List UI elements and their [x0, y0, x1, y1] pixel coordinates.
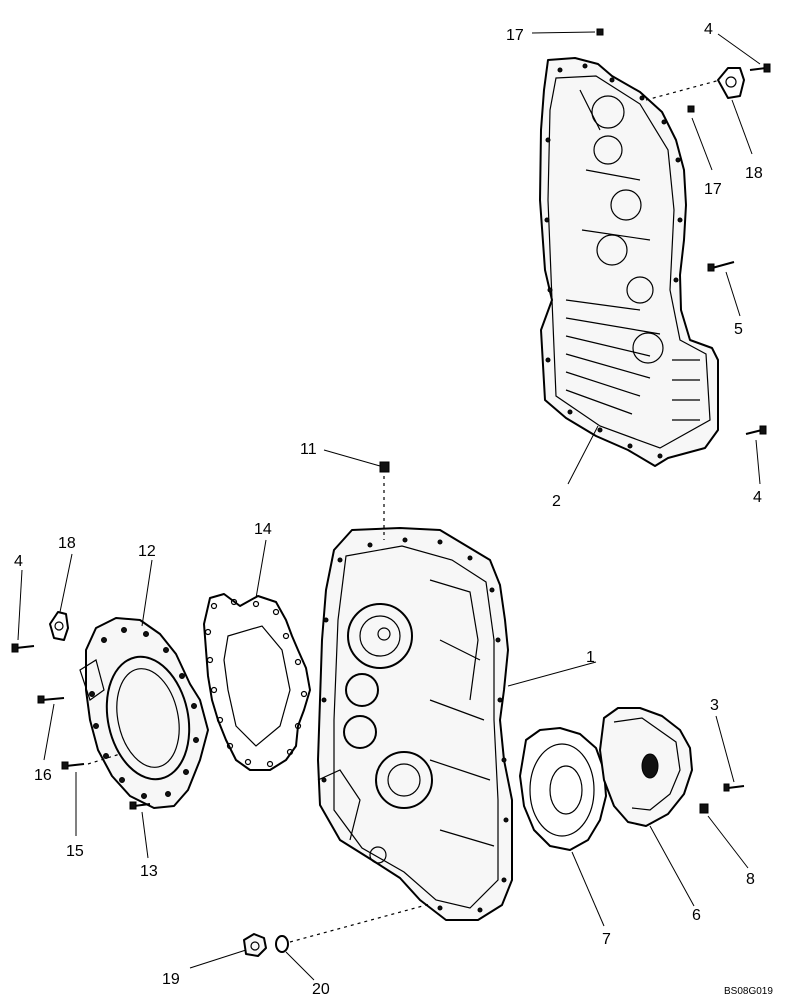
- bolt-part-4-left: [11, 643, 35, 653]
- callout-15: 15: [66, 843, 84, 860]
- callout-8: 8: [746, 871, 755, 888]
- callout-11: 11: [300, 441, 317, 458]
- drawing-code: BS08G019: [724, 986, 773, 997]
- retainer-washer-part-18-lower: [49, 611, 69, 641]
- callout-17-top: 17: [506, 27, 524, 44]
- o-ring-part-20: [275, 935, 289, 953]
- drain-plug-part-19: [243, 933, 267, 957]
- bolt-part-15: [61, 761, 85, 770]
- callout-14: 14: [254, 521, 272, 538]
- callout-4-left: 4: [14, 553, 23, 570]
- callout-19: 19: [162, 971, 180, 988]
- gasket-bolt-holes: [204, 598, 308, 768]
- callout-18-left: 18: [58, 535, 76, 552]
- plug-part-11: [379, 461, 390, 473]
- plug-part-8: [699, 803, 709, 814]
- plug-part-17-upper: [596, 28, 604, 36]
- cover-plate-part-7: [519, 727, 607, 851]
- bolt-part-5: [707, 261, 735, 272]
- callout-5: 5: [734, 321, 743, 338]
- flange-housing-part-12: [79, 617, 209, 809]
- flange-bolt-holes: [89, 627, 199, 799]
- cover-rim-bolt-holes: [544, 63, 683, 459]
- callout-4-top: 4: [704, 21, 713, 38]
- callout-3: 3: [710, 697, 719, 714]
- callout-labels: 17 4 18 17 5 4 2 11 18 12 14 4 1 3 16 15…: [14, 21, 763, 998]
- callout-20: 20: [312, 981, 330, 998]
- bolt-part-4-upper: [749, 63, 771, 73]
- callout-4-right: 4: [753, 489, 762, 506]
- plug-part-17-lower: [687, 105, 695, 113]
- callout-1: 1: [586, 649, 595, 666]
- callout-2: 2: [552, 493, 561, 510]
- bolt-part-13: [129, 801, 151, 810]
- callout-16: 16: [34, 767, 52, 784]
- callout-18-right: 18: [745, 165, 763, 182]
- rear-cover-part-2: [539, 57, 719, 467]
- callout-12: 12: [138, 543, 156, 560]
- assembly-lines: [87, 79, 721, 943]
- bolt-part-3: [723, 783, 745, 792]
- callout-17-right: 17: [704, 181, 722, 198]
- callout-7: 7: [602, 931, 611, 948]
- housing-rim-bolt-holes: [321, 537, 509, 913]
- leader-lines: [17, 31, 761, 981]
- transmission-housing-part-1: [317, 527, 513, 921]
- callout-13: 13: [140, 863, 158, 880]
- callout-6: 6: [692, 907, 701, 924]
- cover-part-6: [599, 707, 693, 827]
- gasket-part-14: [203, 593, 311, 771]
- retainer-washer-part-18-upper: [717, 67, 745, 99]
- bolt-part-4-right: [745, 425, 767, 435]
- bolt-part-16: [37, 695, 65, 704]
